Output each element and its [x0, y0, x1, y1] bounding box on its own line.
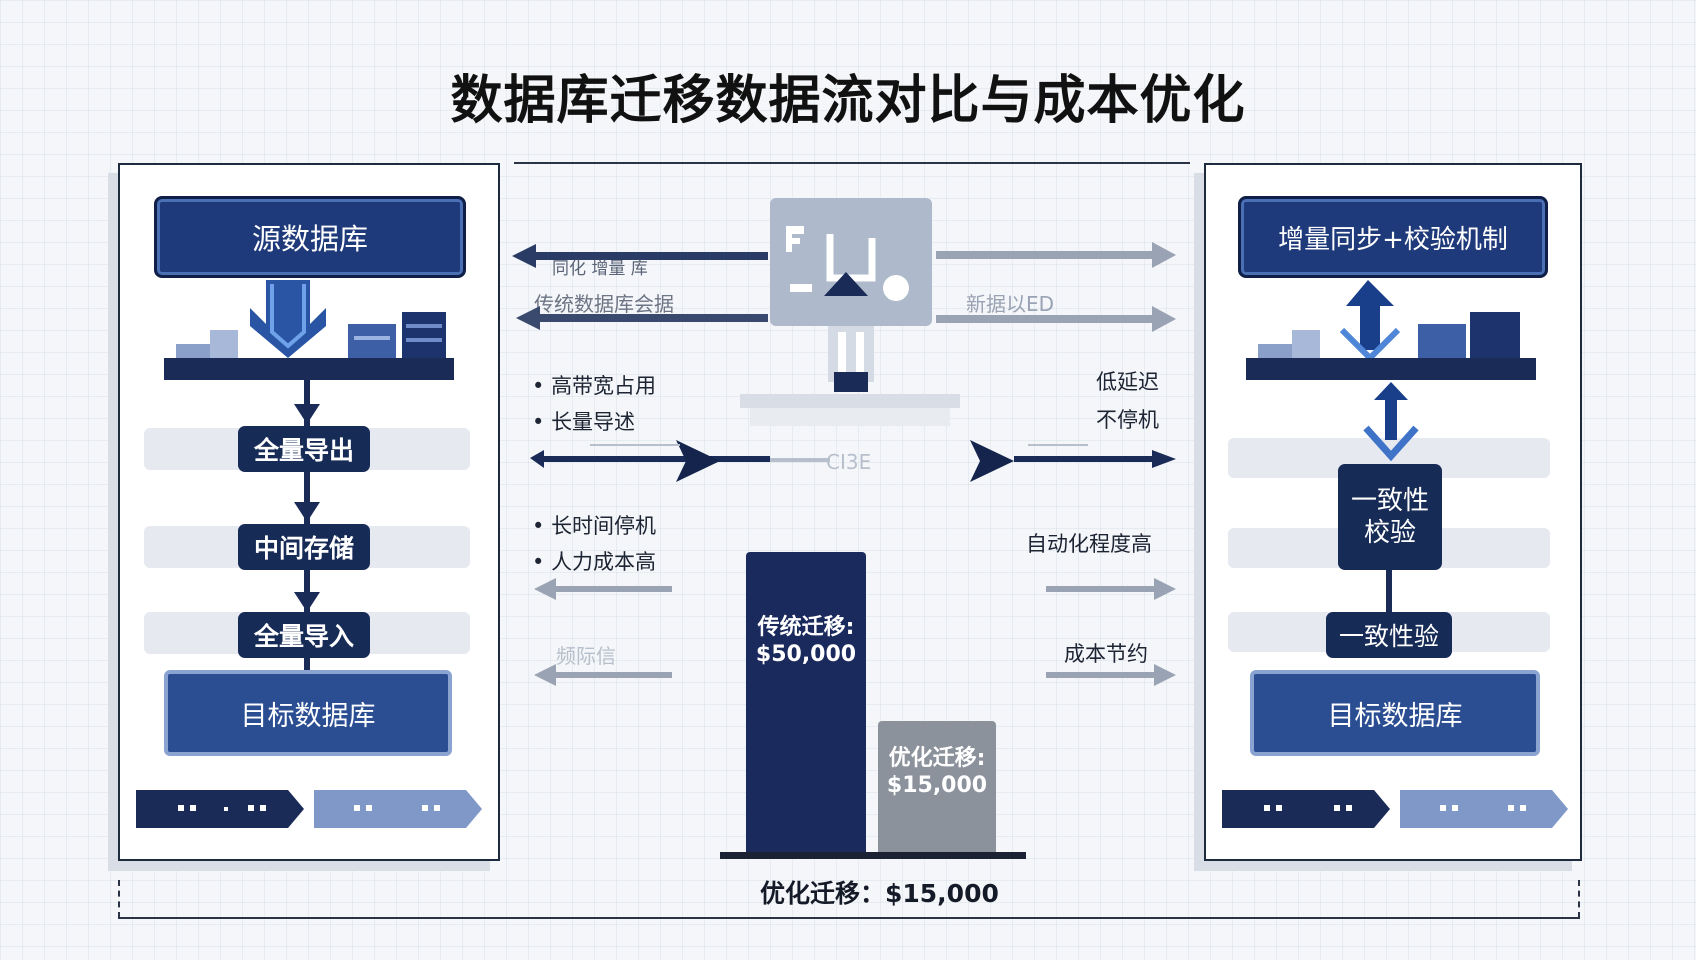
traditional-bullet-labor-cost: • 人力成本高 — [532, 550, 657, 574]
database-servers-icon — [164, 280, 454, 380]
incremental-sync-box: 增量同步+校验机制 — [1238, 196, 1548, 278]
bar-optimized-migration: 优化迁移: $15,000 — [878, 721, 996, 852]
traditional-bullet-downtime: • 长时间停机 — [532, 514, 657, 538]
database-servers-icon — [1246, 280, 1536, 380]
step-intermediate-storage-label: 中间存储 — [253, 534, 354, 563]
consistency-check-box: 一致性 校验 — [1338, 464, 1442, 570]
bar-traditional-name: 传统迁移: — [757, 615, 855, 640]
bar-optimized-name: 优化迁移: — [888, 746, 986, 771]
consistency-verify-box: 一致性验 — [1326, 612, 1452, 658]
left-target-database-box: 目标数据库 — [164, 670, 452, 756]
source-database-box: 源数据库 — [154, 196, 466, 278]
bottom-bracket-right-tick — [1578, 880, 1582, 918]
traditional-bullet-export-label: 长量导述 — [551, 410, 636, 434]
traditional-bullet-bandwidth-label: 高带宽占用 — [551, 374, 657, 398]
traditional-bullet-export: • 长量导述 — [532, 410, 636, 434]
cost-comparison-chart: 传统迁移: $50,000 优化迁移: $15,000 — [720, 540, 1026, 862]
right-target-database-box: 目标数据库 — [1250, 670, 1540, 756]
right-arrow-icon — [936, 242, 1176, 268]
step-full-export: 全量导出 — [238, 426, 370, 472]
connector-line — [1386, 570, 1392, 612]
bar-traditional-migration: 传统迁移: $50,000 — [746, 552, 866, 852]
right-target-database-label: 目标数据库 — [1327, 700, 1463, 732]
bar-optimized-label: 优化迁移: $15,000 — [878, 745, 996, 799]
bar-traditional-value: $50,000 — [755, 642, 857, 667]
chart-caption: 优化迁移：$15,000 — [760, 879, 999, 908]
faint-label-2: 频际信 — [556, 644, 616, 668]
top-center-line — [514, 162, 1190, 164]
bar-optimized-value: $15,000 — [886, 773, 988, 798]
step-full-import-label: 全量导入 — [253, 622, 354, 651]
step-intermediate-storage: 中间存储 — [238, 524, 370, 570]
bottom-bracket-left-tick — [118, 880, 122, 918]
server-rack-icon — [160, 280, 460, 380]
source-database-label: 源数据库 — [251, 222, 368, 256]
down-arrow-icon — [294, 404, 320, 424]
optimized-point-low-latency: 低延迟 — [1096, 370, 1159, 394]
consistency-check-line2: 校验 — [1363, 518, 1416, 548]
incremental-sync-label: 增量同步+校验机制 — [1278, 224, 1508, 255]
traditional-bullet-downtime-label: 长时间停机 — [551, 514, 657, 538]
middle-flow-arrow — [530, 436, 1176, 486]
optimized-point-cost-saving: 成本节约 — [1064, 642, 1148, 666]
left-progress-chevrons — [136, 790, 482, 828]
step-full-import: 全量导入 — [238, 612, 370, 658]
bidirectional-arrow-icon — [1360, 382, 1422, 466]
left-target-database-label: 目标数据库 — [240, 700, 376, 732]
left-arrow-icon — [512, 244, 768, 268]
incremental-label-small: 同化 增量 库 — [552, 259, 648, 279]
optimized-point-no-downtime: 不停机 — [1096, 408, 1159, 432]
left-arrow-icon — [534, 578, 672, 600]
bar-traditional-label: 传统迁移: $50,000 — [746, 614, 866, 668]
traditional-bullet-bandwidth: • 高带宽占用 — [532, 374, 657, 398]
optimized-point-automation: 自动化程度高 — [1026, 532, 1152, 556]
right-progress-chevrons — [1222, 790, 1568, 828]
new-data-label: 新据以ED — [966, 292, 1055, 316]
page-title: 数据库迁移数据流对比与成本优化 — [450, 71, 1246, 131]
step-full-export-label: 全量导出 — [253, 436, 354, 465]
migration-engine-icon — [740, 198, 960, 436]
left-arrow-icon — [516, 306, 768, 330]
traditional-bullet-labor-cost-label: 人力成本高 — [551, 550, 657, 574]
down-arrow-icon — [294, 592, 320, 612]
right-arrow-icon — [1046, 578, 1176, 600]
left-arrow-icon — [534, 664, 672, 686]
down-arrow-icon — [294, 502, 320, 522]
consistency-check-line1: 一致性 — [1350, 486, 1429, 516]
right-arrow-icon — [936, 306, 1176, 332]
server-rack-icon — [1242, 280, 1542, 380]
chart-baseline — [720, 852, 1026, 859]
traditional-db-label: 传统数据库会据 — [534, 292, 674, 316]
consistency-verify-label: 一致性验 — [1338, 622, 1439, 651]
middle-faint-label: CI3E — [826, 450, 872, 474]
right-arrow-icon — [1046, 664, 1176, 686]
bottom-bracket — [118, 917, 1580, 919]
